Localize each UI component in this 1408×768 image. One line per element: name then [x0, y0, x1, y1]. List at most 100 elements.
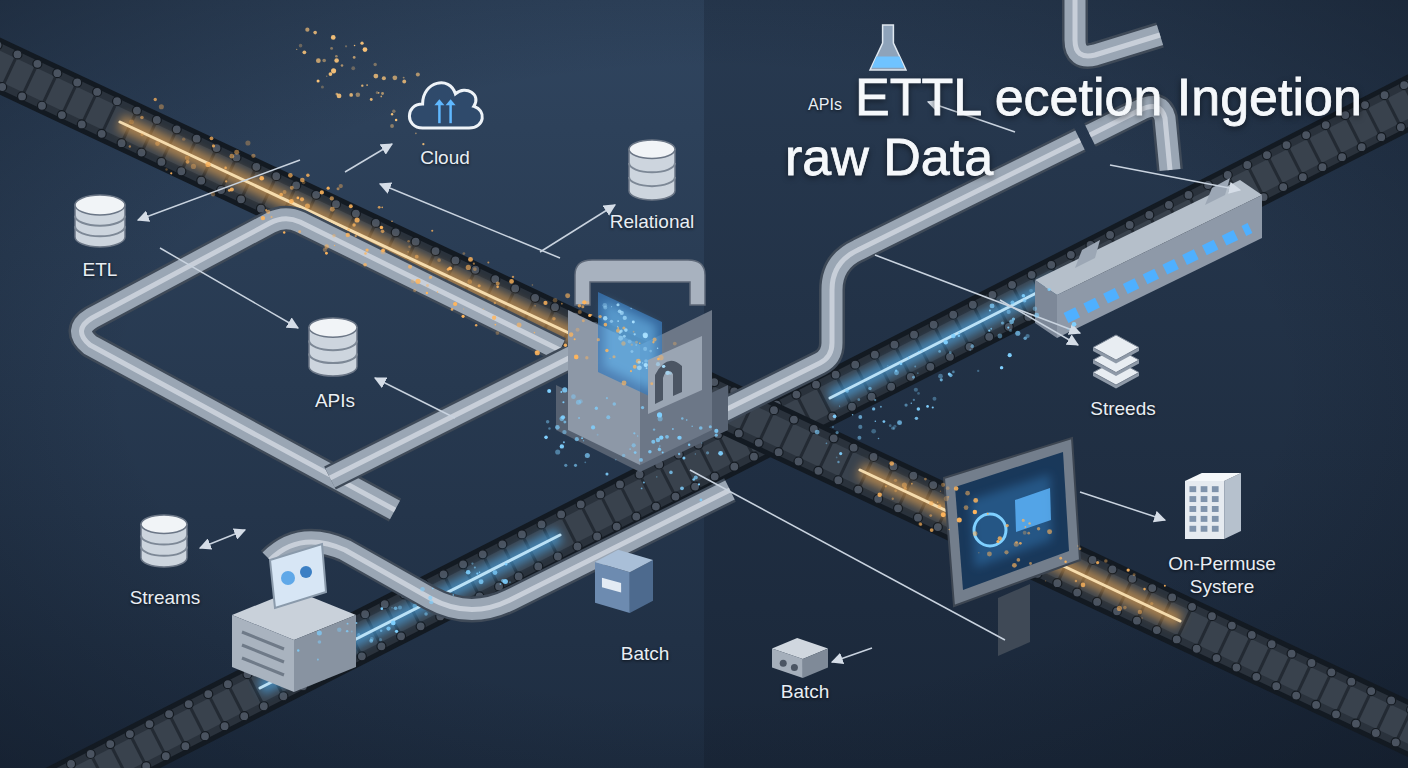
- belt-roller: [632, 512, 641, 521]
- spark: [604, 323, 608, 327]
- belt-roller: [1298, 173, 1307, 182]
- belt-roller: [97, 129, 106, 138]
- spark: [462, 252, 465, 255]
- belt-roller: [710, 472, 719, 481]
- spark: [894, 479, 897, 482]
- spark: [839, 452, 842, 455]
- belt-roller: [593, 532, 602, 541]
- machine-hood: [575, 260, 705, 305]
- spark: [682, 457, 685, 460]
- spark: [211, 192, 215, 196]
- spark: [361, 84, 363, 86]
- spark: [973, 510, 978, 515]
- spark: [391, 607, 393, 609]
- leader-arrow: [1080, 492, 1165, 520]
- spark: [494, 302, 496, 304]
- spark: [398, 605, 402, 609]
- spark: [1064, 561, 1066, 563]
- spark: [1015, 331, 1020, 336]
- machine-roller: [780, 660, 787, 667]
- belt-roller: [769, 406, 778, 415]
- machine-face: [1035, 280, 1057, 338]
- belt-rollers: [27, 71, 1408, 768]
- spark: [379, 638, 382, 641]
- box-tag: [602, 578, 621, 593]
- belt-rib: [1239, 639, 1250, 663]
- belt-roller: [929, 320, 938, 329]
- spark: [182, 137, 185, 140]
- belt-roller: [1164, 200, 1173, 209]
- spark: [574, 338, 576, 340]
- spark: [492, 316, 496, 320]
- spark: [562, 401, 564, 403]
- spark: [1034, 313, 1039, 318]
- belt-roller: [106, 740, 115, 749]
- spark: [875, 421, 877, 423]
- spark: [251, 154, 255, 158]
- spark: [336, 93, 339, 96]
- spark: [547, 389, 551, 393]
- belt-roller: [1252, 672, 1261, 681]
- spark: [990, 328, 992, 330]
- belt-rib: [603, 499, 615, 522]
- spark: [1127, 568, 1130, 571]
- spark: [958, 332, 960, 334]
- belt-roller: [145, 720, 154, 729]
- spark: [621, 341, 625, 345]
- spark: [426, 292, 428, 294]
- belt-roller: [1132, 616, 1141, 625]
- spark: [613, 402, 617, 406]
- spark: [381, 230, 385, 234]
- spark: [339, 184, 343, 188]
- pipe: [1075, 0, 1160, 56]
- belt-roller: [391, 228, 400, 237]
- spark: [395, 119, 397, 121]
- spark: [407, 251, 408, 252]
- belt-roller: [201, 732, 210, 741]
- spark: [363, 263, 367, 267]
- spark: [837, 461, 839, 463]
- spark: [646, 367, 648, 369]
- spark: [391, 621, 396, 626]
- spark: [503, 579, 508, 584]
- data-source-node: Streeds: [1068, 332, 1178, 424]
- spark: [622, 381, 627, 386]
- central-machine: [556, 260, 728, 472]
- spark: [334, 245, 335, 246]
- spark: [989, 309, 991, 311]
- belt-roller: [157, 157, 166, 166]
- spark: [1014, 542, 1019, 547]
- spark: [346, 233, 350, 237]
- spark: [612, 355, 615, 358]
- spark: [857, 436, 861, 440]
- spark: [833, 414, 837, 418]
- belt-roller: [651, 502, 660, 511]
- spark: [585, 356, 588, 359]
- belt-rib: [1269, 159, 1281, 182]
- spark: [578, 304, 582, 308]
- spark: [871, 429, 876, 434]
- spark: [288, 173, 293, 178]
- spark: [826, 443, 828, 445]
- belt-roller: [371, 218, 380, 227]
- belt-roller: [117, 139, 126, 148]
- spark: [650, 382, 653, 385]
- spark: [349, 204, 353, 208]
- belt-roller: [451, 256, 460, 265]
- belt-roller: [691, 482, 700, 491]
- belt-roller: [259, 702, 268, 711]
- spark: [701, 442, 702, 443]
- spark: [225, 180, 227, 182]
- pipe-stroke: [1075, 0, 1160, 56]
- belt-roller: [1247, 630, 1256, 639]
- spark: [949, 374, 953, 378]
- spark: [185, 156, 190, 161]
- belt-rib: [64, 87, 75, 111]
- belt-rib: [1278, 658, 1289, 682]
- spark: [467, 279, 472, 284]
- spark: [517, 322, 522, 327]
- belt-rib: [1387, 100, 1399, 123]
- belt-roller: [814, 466, 823, 475]
- belt-roller: [553, 552, 562, 561]
